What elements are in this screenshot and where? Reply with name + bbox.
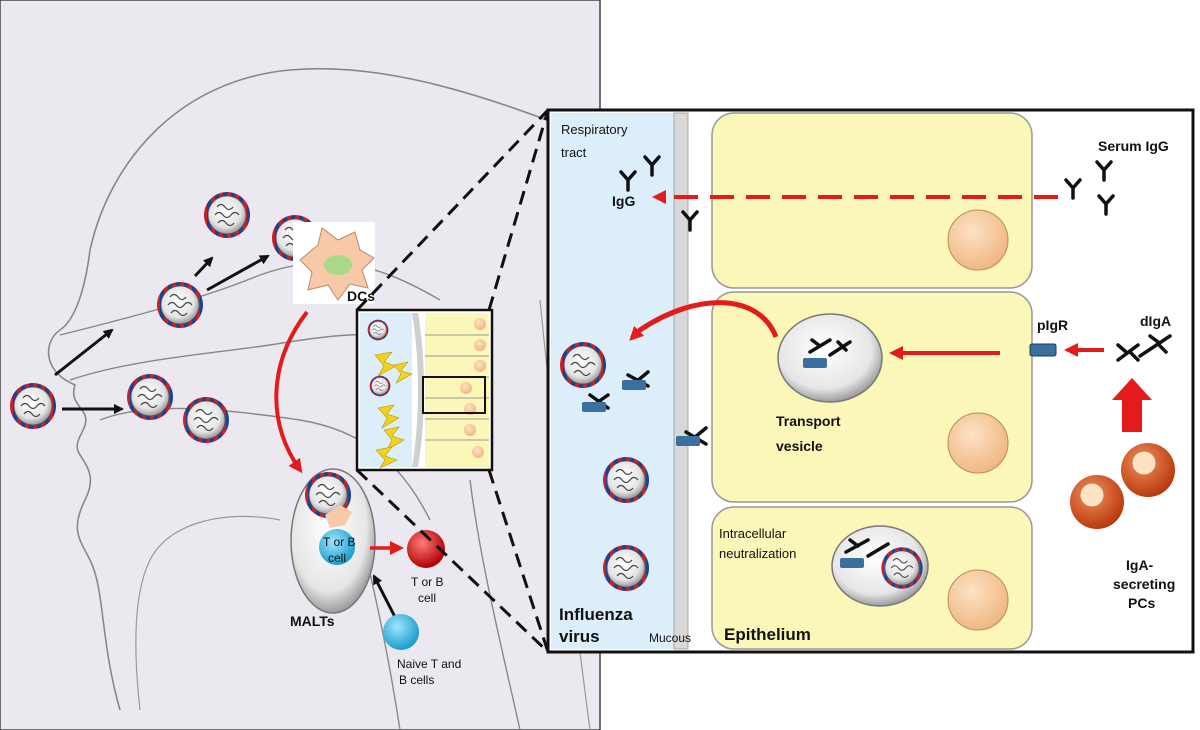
label-intracellular-neutralization: neutralization	[719, 546, 796, 561]
cell-nucleus	[947, 569, 1009, 631]
naive-entry-arrow	[372, 574, 397, 618]
influenza-virus-icon	[602, 456, 650, 504]
spread-arrow	[206, 254, 270, 292]
spread-arrow	[193, 256, 214, 278]
diga-antibody-icon	[1116, 334, 1172, 362]
pigr-receptor-icon	[803, 358, 827, 368]
label-igg: IgG	[612, 193, 635, 209]
influenza-virus-icon	[880, 546, 924, 590]
pigr-receptor-icon	[840, 558, 864, 568]
label-respiratory-tract: Respiratory	[561, 122, 628, 137]
influenza-virus-icon	[367, 319, 389, 341]
label-iga-secreting-pcs: secreting	[1113, 576, 1175, 592]
pigr-receptor-icon	[622, 380, 646, 390]
label-influenza-virus: virus	[559, 627, 600, 646]
label-malts: MALTs	[290, 613, 335, 629]
head-outline	[47, 67, 601, 711]
lightning-icon	[374, 351, 413, 469]
influenza-virus-icon	[126, 373, 174, 421]
cell-nucleus	[947, 209, 1009, 271]
label-influenza-virus: Influenza	[559, 605, 633, 624]
label-intracellular-neutralization: Intracellular	[719, 526, 787, 541]
secretion-curved-arrow	[629, 300, 779, 341]
label-transport-vesicle: Transport	[776, 413, 841, 429]
zoom-line	[487, 109, 550, 311]
label-naive-cells: Naive T and	[397, 657, 461, 671]
cell-nucleus	[947, 412, 1009, 474]
airway-back	[469, 479, 521, 730]
influenza-virus-icon	[369, 375, 391, 397]
pigr-receptor-icon	[676, 436, 700, 446]
entry-arrow	[54, 328, 114, 377]
label-transport-vesicle: vesicle	[776, 438, 823, 454]
t-or-b-cell-icon	[319, 529, 355, 565]
influenza-virus-icon	[156, 281, 204, 329]
label-respiratory-tract: tract	[561, 145, 587, 160]
label-t-or-b-cell: cell	[328, 551, 346, 565]
label-iga-secreting-pcs: PCs	[1128, 595, 1155, 611]
diga-antibody-icon	[844, 538, 890, 558]
label-activated-cell: T or B	[411, 575, 443, 589]
label-iga-secreting-pcs: IgA-	[1126, 557, 1154, 573]
jaw-line	[135, 515, 281, 711]
pigr-receptor-icon	[582, 402, 606, 412]
diga-antibody-icon	[808, 338, 852, 357]
dc-nucleus	[324, 255, 352, 275]
zoom-panel: Respiratory tract Serum IgG IgG pIgR dIg…	[546, 108, 1195, 654]
zoom-line	[355, 108, 550, 312]
nasal-cavity-upper	[59, 261, 441, 336]
migration-arrow	[274, 310, 309, 474]
inset-epithelium	[425, 313, 489, 467]
label-serum-igg: Serum IgG	[1098, 138, 1169, 154]
influenza-virus-icon	[9, 382, 57, 430]
mucous-layer	[673, 112, 689, 650]
label-diga: dIgA	[1140, 313, 1171, 329]
label-pigr: pIgR	[1037, 317, 1068, 333]
label-activated-cell: cell	[418, 591, 436, 605]
pigr-receptor-icon	[1029, 343, 1057, 357]
inset-highlight-box	[422, 376, 486, 414]
influenza-virus-icon	[203, 191, 251, 239]
plasma-cell-nucleus	[1079, 482, 1105, 508]
label-dcs: DCs	[347, 288, 375, 304]
inset-membrane	[412, 313, 424, 467]
label-t-or-b-cell: T or B	[323, 535, 355, 549]
label-mucous: Mucous	[649, 631, 691, 645]
influenza-virus-icon	[182, 396, 230, 444]
zoom-line	[487, 469, 550, 653]
head-sketch-panel: DCs T or B cell MALTs T or B cell Naive …	[0, 0, 601, 730]
influenza-virus-icon	[602, 544, 650, 592]
transport-vesicle	[777, 313, 883, 403]
influenza-virus-icon	[559, 341, 607, 389]
naive-cell-icon	[383, 614, 419, 650]
label-naive-cells: B cells	[399, 673, 434, 687]
label-epithelium: Epithelium	[724, 625, 811, 644]
activated-cell-icon	[407, 530, 445, 568]
dendritic-cell-icon	[325, 505, 352, 528]
plasma-cell-nucleus	[1131, 450, 1157, 476]
secretion-arrow	[1112, 378, 1152, 432]
